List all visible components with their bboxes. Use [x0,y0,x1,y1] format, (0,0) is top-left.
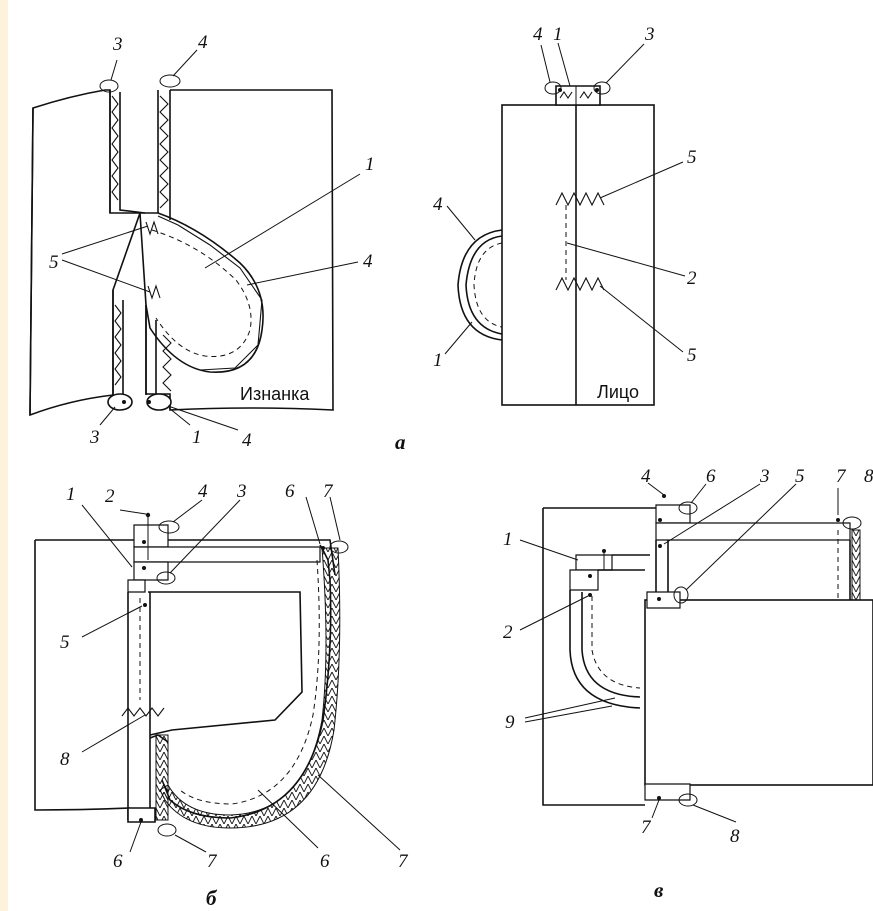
label-a-4-top: 4 [198,32,208,53]
caption-v: в [654,878,664,902]
figure-a-right: 4 1 3 5 4 2 5 1 Лицо [433,24,697,406]
label-ar-3: 3 [644,24,655,45]
side-label-face: Лицо [597,382,639,402]
label-ar-1: 1 [553,24,563,45]
label-b-2: 2 [105,486,115,507]
label-a-5: 5 [49,252,59,273]
label-v-9: 9 [505,712,515,733]
side-label-inner: Изнанка [240,384,310,404]
label-v-3: 3 [759,466,770,487]
label-ar-4-left: 4 [433,194,443,215]
pocket-bag-a [139,212,264,373]
figure-v: 4 6 3 5 7 8 1 2 9 7 8 [503,466,873,847]
label-v-8-bottom: 8 [730,826,740,847]
label-a-4-right: 4 [363,251,373,272]
label-v-1: 1 [503,529,513,550]
label-b-8: 8 [60,749,70,770]
caption-b: б [206,886,218,910]
label-v-4: 4 [641,466,651,487]
label-b-5: 5 [60,632,70,653]
figure-a-left: 3 4 1 5 4 3 1 4 Изнанка [29,32,375,451]
figure-b: 2 1 4 3 6 7 5 8 6 7 6 7 [34,481,409,872]
label-v-7-top: 7 [836,466,847,487]
label-v-5: 5 [795,466,805,487]
label-ar-5-lower: 5 [687,345,697,366]
label-b-6-curve: 6 [320,851,330,872]
label-b-7-curve: 7 [398,851,409,872]
caption-a: а [395,430,406,454]
label-v-6: 6 [706,466,716,487]
label-v-7-bottom: 7 [641,817,652,838]
label-a-1-bottom: 1 [192,427,202,448]
label-b-6: 6 [285,481,295,502]
label-b-4: 4 [198,481,208,502]
label-ar-2: 2 [687,268,697,289]
label-ar-5-upper: 5 [687,147,697,168]
label-ar-1-left: 1 [433,350,443,371]
label-a-3-top: 3 [112,34,123,55]
label-b-3: 3 [236,481,247,502]
label-b-1: 1 [66,484,76,505]
label-b-7-bottom: 7 [207,851,218,872]
label-a-1: 1 [365,154,375,175]
label-v-2: 2 [503,622,513,643]
label-v-8-top: 8 [864,466,873,487]
label-a-4-bottom: 4 [242,430,252,451]
label-ar-4: 4 [533,24,543,45]
label-b-6-bottom: 6 [113,851,123,872]
label-a-3-bottom: 3 [89,427,100,448]
label-b-7: 7 [323,481,334,502]
